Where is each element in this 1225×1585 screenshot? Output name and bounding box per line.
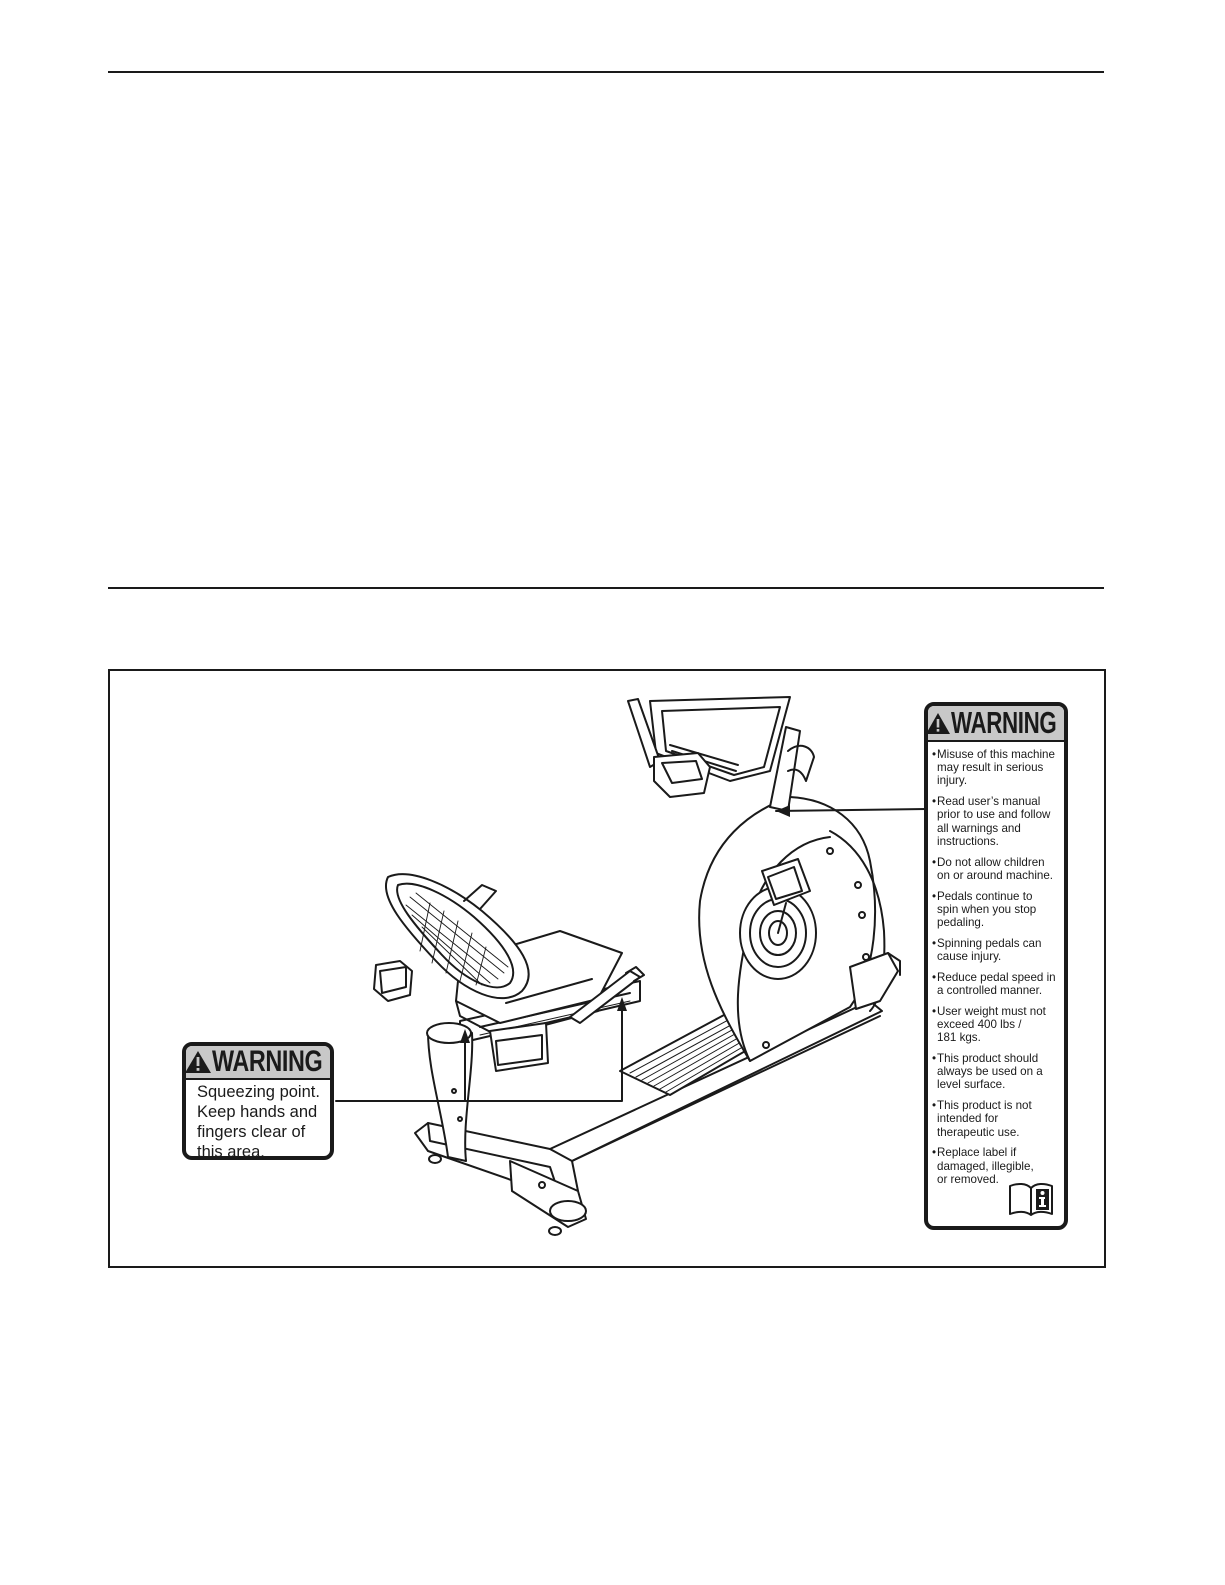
warning-heading: WARNING (212, 1045, 323, 1078)
warning-item-line: This product is not (937, 1099, 1032, 1113)
bullet: • (932, 748, 937, 761)
callout-line-right (775, 808, 927, 812)
warning-item: • Spinning pedals can cause injury. (932, 937, 1064, 963)
warning-item: • User weight must not exceed 400 lbs / … (932, 1005, 1064, 1045)
warning-item-line: on or around machine. (937, 868, 1054, 882)
pinch-point-warning-label: WARNING Squeezing point. Keep hands and … (182, 1042, 334, 1160)
top-rule (108, 71, 1104, 73)
right-handle-bar (489, 966, 645, 1072)
warning-item: • Reduce pedal speed in a controlled man… (932, 971, 1064, 997)
warning-item: • Read user’s manual prior to use and fo… (932, 795, 1064, 848)
warning-item-line: User weight must not (937, 1004, 1046, 1018)
warning-item-line: cause injury. (937, 950, 1002, 964)
warning-header: WARNING (928, 706, 1064, 742)
rear-stabilizer (414, 1122, 587, 1236)
front-housing (698, 796, 886, 1062)
rear-support (426, 1022, 474, 1162)
bullet: • (932, 970, 937, 984)
general-warning-body: • Misuse of this machine may result in s… (928, 742, 1064, 1186)
bullet: • (932, 1004, 937, 1018)
warning-item: • Do not allow children on or around mac… (932, 856, 1064, 882)
warning-item-line: or removed. (937, 1172, 999, 1186)
warning-item-line: damaged, illegible, (937, 1159, 1034, 1173)
pinch-warning-line: Squeezing point. (197, 1083, 320, 1101)
manual-info-icon (1009, 1182, 1053, 1216)
seat-back (385, 873, 530, 1000)
warning-item: • Replace label if damaged, illegible, o… (932, 1146, 1064, 1186)
bullet: • (932, 889, 937, 903)
warning-triangle-icon (928, 712, 951, 735)
warning-item: • Pedals continue to spin when you stop … (932, 890, 1064, 930)
warning-item-line: This product should (937, 1052, 1039, 1066)
warning-item-line: Reduce pedal speed in (937, 970, 1056, 984)
warning-triangle-icon (186, 1050, 212, 1074)
pedal (761, 858, 811, 934)
general-warning-label: WARNING • Misuse of this machine may res… (924, 702, 1068, 1230)
warning-item: • This product is not intended for thera… (932, 1099, 1064, 1139)
warning-item-line: Read user’s manual (937, 795, 1041, 809)
warning-item-line: spin when you stop (937, 902, 1037, 916)
pinch-warning-line: Keep hands and (197, 1103, 318, 1121)
bottle-tray (653, 752, 711, 798)
recumbent-bike-illustration (335, 696, 927, 1236)
bullet: • (932, 1052, 937, 1066)
warning-item-line: therapeutic use. (937, 1125, 1020, 1139)
warning-item-line: 181 kgs. (937, 1031, 981, 1045)
callout-line-left (335, 1004, 623, 1102)
pinch-warning-line: this area. (197, 1143, 265, 1160)
warning-item-line: always be used on a (937, 1065, 1043, 1079)
frame-rail (549, 1000, 883, 1162)
front-stabilizer (849, 952, 901, 1010)
warning-item-line: a controlled manner. (937, 984, 1043, 998)
warning-item-line: instructions. (937, 834, 999, 848)
warning-item-line: intended for (937, 1112, 999, 1126)
warning-item: • Misuse of this machine may result in s… (932, 748, 1064, 788)
bullet: • (932, 1146, 937, 1160)
warning-item-line: Do not allow children (937, 855, 1045, 869)
warning-header: WARNING (186, 1046, 330, 1080)
warning-item-line: exceed 400 lbs / (937, 1018, 1022, 1032)
pinch-warning-line: fingers clear of (197, 1123, 306, 1141)
warning-item-line: Pedals continue to (937, 889, 1033, 903)
warning-item-line: Misuse of this machine (937, 748, 1055, 761)
bullet: • (932, 1099, 937, 1113)
warning-item-line: Spinning pedals can (937, 936, 1042, 950)
warning-item-line: Replace label if (937, 1146, 1017, 1160)
bullet: • (932, 855, 937, 869)
bullet: • (932, 795, 937, 809)
warning-item-line: level surface. (937, 1078, 1006, 1092)
left-side-handle (373, 960, 413, 1002)
warning-item-line: all warnings and (937, 821, 1021, 835)
warning-heading: WARNING (950, 705, 1057, 740)
pinch-warning-body: Squeezing point. Keep hands and fingers … (186, 1080, 330, 1160)
warning-item-line: pedaling. (937, 916, 985, 930)
warning-item: • This product should always be used on … (932, 1052, 1064, 1092)
warning-item-line: may result in serious (937, 761, 1044, 775)
bullet: • (932, 936, 937, 950)
section-rule (108, 587, 1104, 589)
warning-item-line: injury. (937, 774, 968, 788)
warning-item-line: prior to use and follow (937, 808, 1051, 822)
